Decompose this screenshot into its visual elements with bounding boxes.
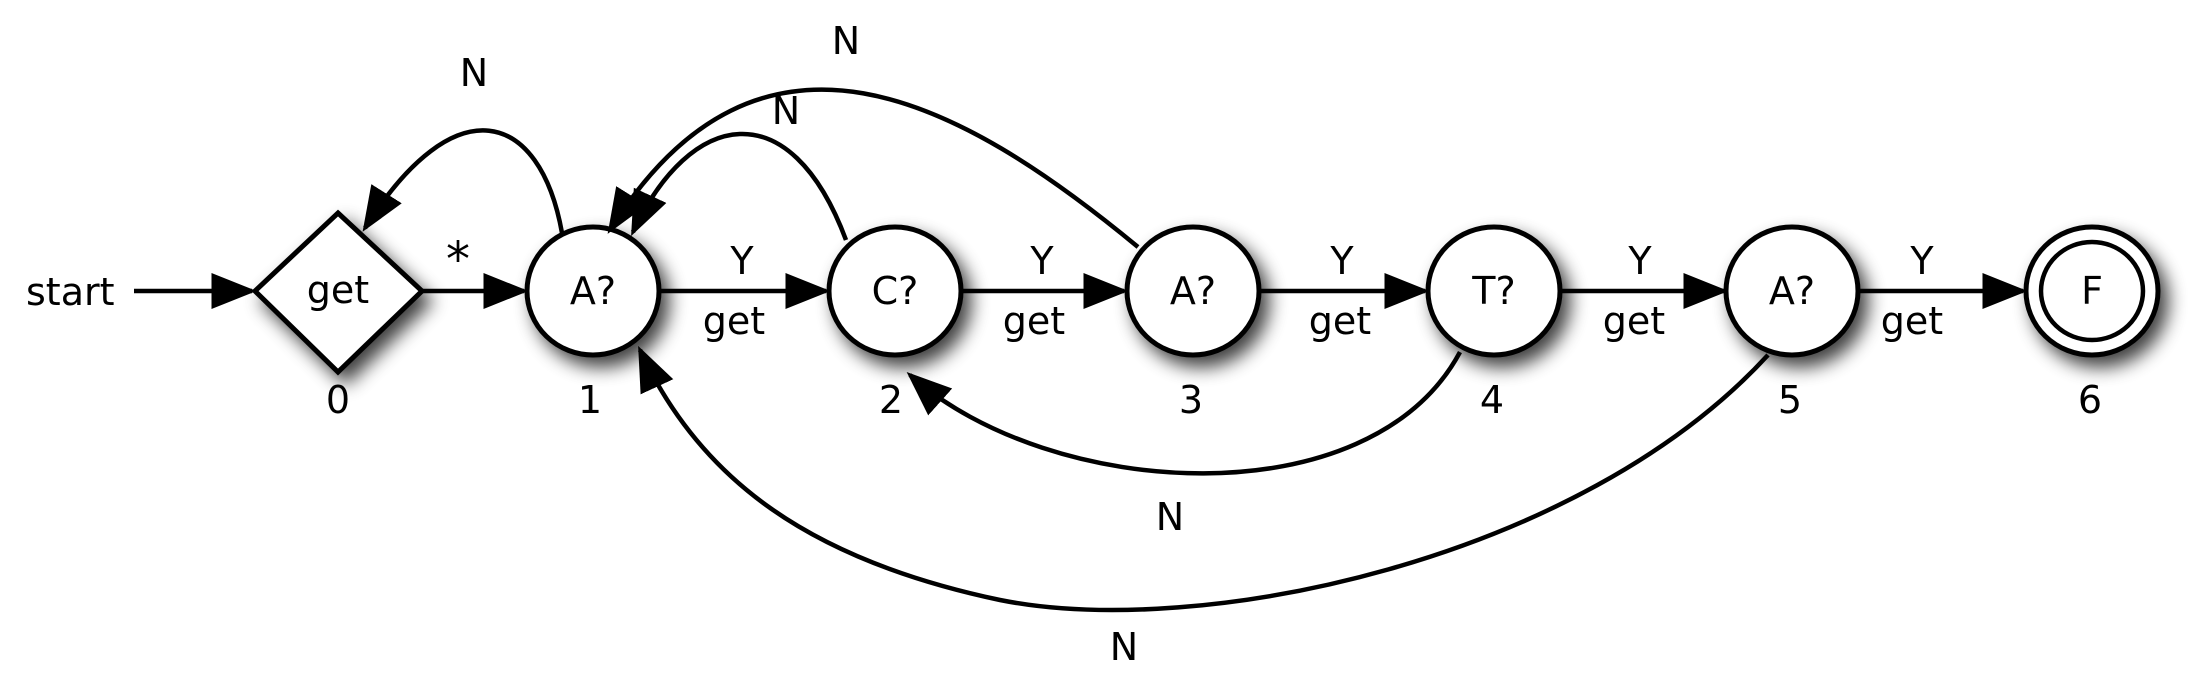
edge-5-to-6-label: Y — [1909, 239, 1934, 283]
node-0-label: get — [307, 268, 369, 312]
node-4-label: T? — [1471, 269, 1515, 313]
node-5-index: 5 — [1778, 378, 1802, 422]
edge-2-to-3-label: Y — [1029, 239, 1054, 283]
node-6: F 6 — [2023, 224, 2161, 422]
edge-2-to-3-sublabel: get — [1003, 299, 1065, 343]
node-0: get 0 — [251, 209, 426, 422]
node-3-index: 3 — [1179, 378, 1203, 422]
node-1: A? 1 — [524, 224, 662, 422]
edge-1-to-2-label: Y — [729, 239, 754, 283]
edge-4-to-5-sublabel: get — [1603, 299, 1665, 343]
node-1-index: 1 — [578, 378, 602, 422]
node-2: C? 2 — [826, 224, 964, 422]
node-1-label: A? — [570, 269, 616, 313]
edge-4-to-5-label: Y — [1627, 239, 1652, 283]
node-5: A? 5 — [1723, 224, 1861, 422]
edge-4-to-2-label: N — [1156, 495, 1184, 539]
node-0-index: 0 — [326, 378, 350, 422]
edge-5-to-1-label: N — [1110, 625, 1138, 669]
edge-1-to-0-label: N — [460, 51, 488, 95]
node-2-index: 2 — [879, 378, 903, 422]
edge-5-to-1 — [637, 345, 1770, 613]
edge-2-to-1 — [630, 131, 849, 241]
node-3: A? 3 — [1124, 224, 1262, 422]
edge-1-to-0 — [362, 128, 565, 234]
diamond-shape — [251, 209, 426, 376]
node-6-label: F — [2081, 269, 2103, 313]
node-4: T? 4 — [1425, 224, 1563, 422]
edge-1-to-2-sublabel: get — [703, 299, 765, 343]
accept-ring — [2038, 239, 2146, 343]
edge-3-to-1-label: N — [832, 19, 860, 63]
node-2-label: C? — [872, 269, 919, 313]
edge-5-to-6-sublabel: get — [1881, 299, 1943, 343]
node-3-label: A? — [1170, 269, 1216, 313]
edge-3-to-4-label: Y — [1329, 239, 1354, 283]
start-label: start — [26, 270, 115, 314]
edge-4-to-2 — [906, 350, 1462, 476]
node-6-index: 6 — [2078, 378, 2102, 422]
node-5-label: A? — [1769, 269, 1815, 313]
edge-0-to-1-label: * — [446, 232, 470, 288]
node-4-index: 4 — [1480, 378, 1504, 422]
edge-3-to-4-sublabel: get — [1309, 299, 1371, 343]
edge-3-to-1 — [607, 87, 1140, 249]
